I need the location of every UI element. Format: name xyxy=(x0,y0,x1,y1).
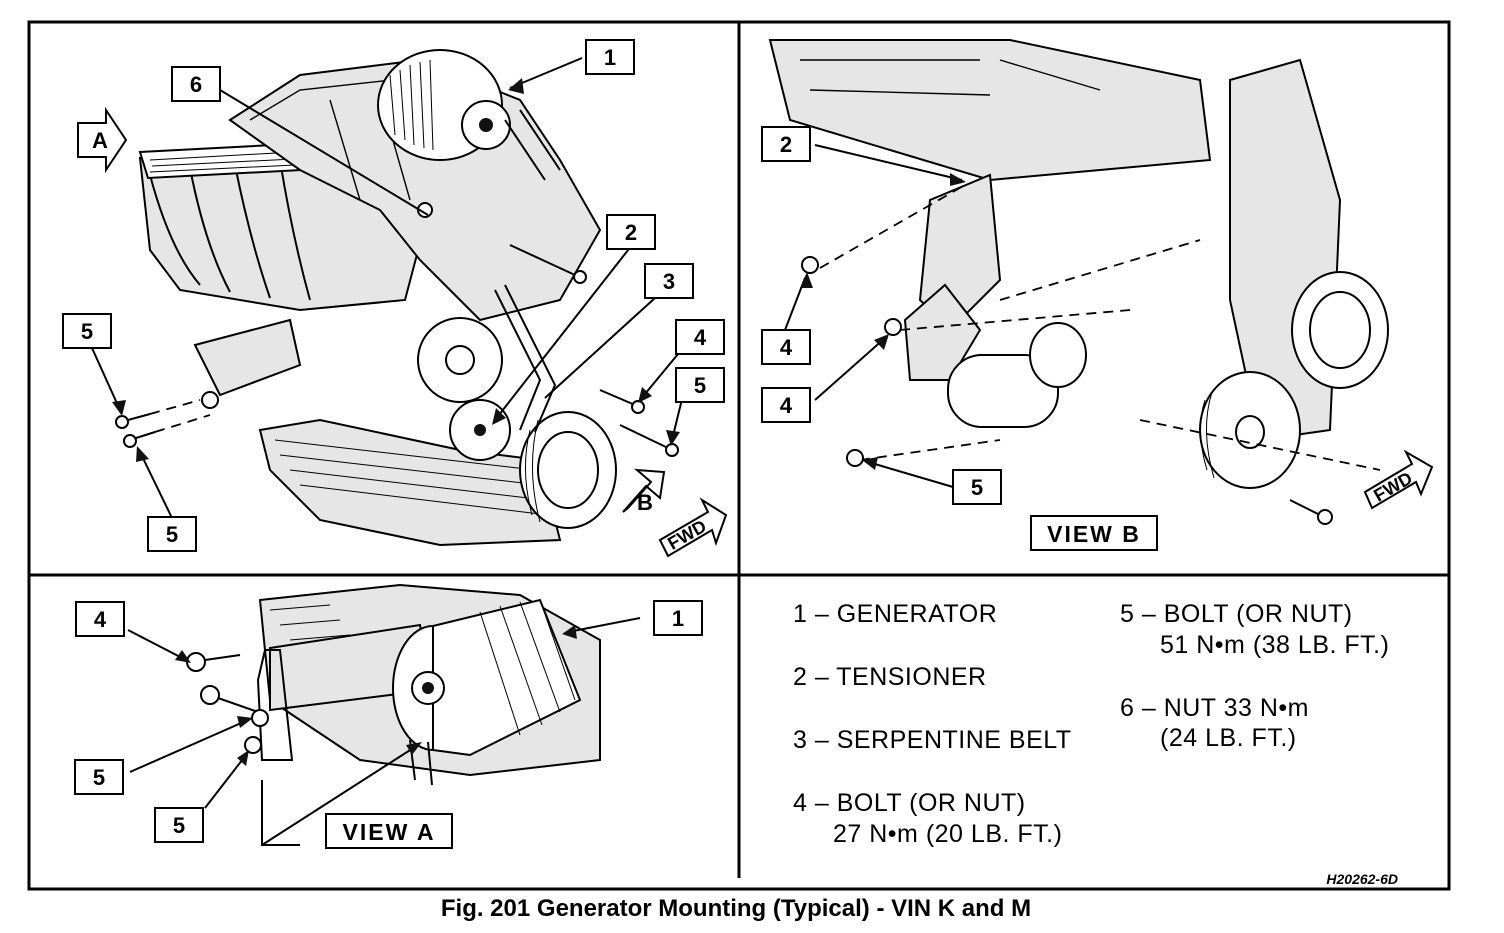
view-a-label-box: VIEW A xyxy=(325,813,453,849)
svg-text:5: 5 xyxy=(93,765,105,790)
arrow-a-label: A xyxy=(92,128,108,153)
callout-6-main: 6 xyxy=(171,66,221,102)
svg-text:2: 2 xyxy=(625,220,637,245)
view-b-leader-lines xyxy=(784,144,966,488)
view-a-leader-lines xyxy=(127,617,641,846)
engine-main-illustration xyxy=(115,49,679,547)
callout-1-view-a: 1 xyxy=(653,600,703,636)
legend-item-4-line2: 27 N•m (20 LB. FT.) xyxy=(833,820,1062,848)
callout-2-main: 2 xyxy=(606,214,656,250)
svg-text:5: 5 xyxy=(971,475,983,500)
callout-1-main: 1 xyxy=(585,39,635,75)
figure-code: H20262-6D xyxy=(1326,871,1398,887)
view-a-label: VIEW A xyxy=(343,819,436,845)
svg-text:3: 3 xyxy=(663,269,675,294)
fwd-arrow-view-b: FWD xyxy=(1363,449,1434,510)
view-b-label: VIEW B xyxy=(1047,521,1141,547)
callout-4-main: 4 xyxy=(675,319,725,355)
callout-4-view-a: 4 xyxy=(75,601,125,637)
main-view-leader-lines xyxy=(91,57,684,519)
svg-text:4: 4 xyxy=(694,325,707,350)
callout-3-main: 3 xyxy=(644,263,694,299)
svg-text:4: 4 xyxy=(780,393,793,418)
figure-frame xyxy=(27,20,1451,891)
legend-item-1: 1 – GENERATOR xyxy=(793,600,997,628)
legend-item-5-line2: 51 N•m (38 LB. FT.) xyxy=(1160,631,1389,659)
main-view-callouts: 1 6 2 3 4 5 5 5 xyxy=(62,39,725,552)
callout-4-view-b-lower: 4 xyxy=(761,387,811,423)
svg-text:4: 4 xyxy=(94,607,107,632)
legend-item-2: 2 – TENSIONER xyxy=(793,663,987,691)
arrow-b-label: B xyxy=(637,490,653,515)
callout-5-view-a-upper: 5 xyxy=(74,759,124,795)
svg-text:4: 4 xyxy=(780,335,793,360)
callout-5-view-b: 5 xyxy=(952,469,1002,505)
svg-text:5: 5 xyxy=(166,522,178,547)
legend-item-5-line1: 5 – BOLT (OR NUT) xyxy=(1120,600,1353,628)
callout-4-view-b-upper: 4 xyxy=(761,329,811,365)
svg-text:2: 2 xyxy=(780,132,792,157)
view-a-callouts: 1 4 5 5 xyxy=(74,600,703,843)
callout-5-main-right: 5 xyxy=(675,367,725,403)
callout-2-view-b: 2 xyxy=(761,126,811,162)
legend-item-6-line2: (24 LB. FT.) xyxy=(1160,724,1297,752)
legend: 1 – GENERATOR 2 – TENSIONER 3 – SERPENTI… xyxy=(793,600,1389,848)
figure-caption: Fig. 201 Generator Mounting (Typical) - … xyxy=(441,895,1031,922)
legend-item-3: 3 – SERPENTINE BELT xyxy=(793,726,1072,754)
svg-text:1: 1 xyxy=(604,45,616,70)
svg-text:6: 6 xyxy=(190,72,202,97)
view-b-label-box: VIEW B xyxy=(1030,515,1158,551)
callout-5-main-lower: 5 xyxy=(147,516,197,552)
view-b-callouts: 2 4 4 5 xyxy=(761,126,1002,505)
svg-text:5: 5 xyxy=(173,813,185,838)
callout-5-main-upper: 5 xyxy=(62,313,112,349)
legend-item-4-line1: 4 – BOLT (OR NUT) xyxy=(793,789,1026,817)
fwd-arrow-main: FWD xyxy=(658,497,728,558)
view-b-direction-arrow: B xyxy=(622,468,666,515)
svg-text:5: 5 xyxy=(694,373,706,398)
svg-text:5: 5 xyxy=(81,319,93,344)
view-a-illustration xyxy=(186,583,601,786)
svg-text:1: 1 xyxy=(672,606,684,631)
view-b-illustration xyxy=(768,39,1389,525)
fwd-label-view-b: FWD xyxy=(1370,468,1415,506)
fwd-label-main: FWD xyxy=(664,516,709,554)
callout-5-view-a-lower: 5 xyxy=(154,807,204,843)
view-a-direction-arrow: A xyxy=(77,106,128,174)
legend-item-6-line1: 6 – NUT 33 N•m xyxy=(1120,694,1309,722)
